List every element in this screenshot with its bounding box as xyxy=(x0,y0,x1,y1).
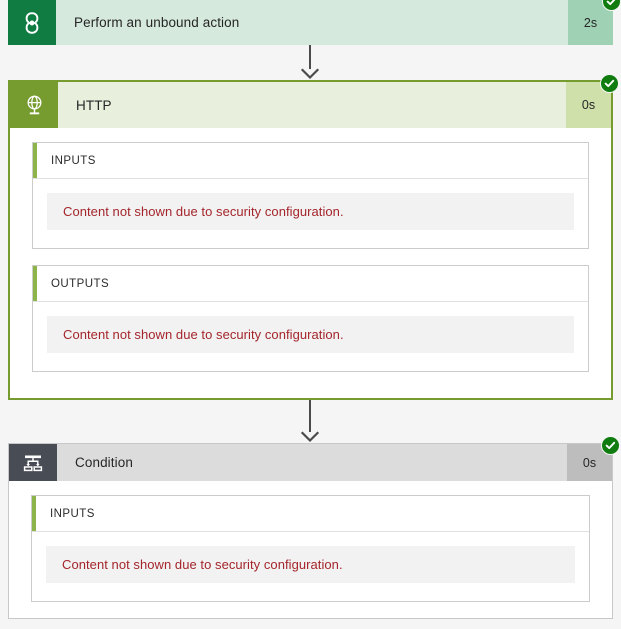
outputs-panel: OUTPUTS Content not shown due to securit… xyxy=(32,265,589,372)
action-card-http[interactable]: HTTP 0s INPUTS Content not shown due to … xyxy=(8,74,619,400)
action-card-body: INPUTS Content not shown due to security… xyxy=(9,481,612,618)
flow-connector-arrow xyxy=(299,400,321,443)
security-message: Content not shown due to security config… xyxy=(46,546,575,583)
action-card-body: INPUTS Content not shown due to security… xyxy=(10,128,611,398)
inputs-panel: INPUTS Content not shown due to security… xyxy=(32,142,589,249)
panel-label: INPUTS xyxy=(50,507,95,520)
panel-accent-bar xyxy=(33,143,37,178)
action-title: Perform an unbound action xyxy=(56,0,568,45)
condition-branch-icon xyxy=(9,444,57,481)
action-card-condition[interactable]: Condition 0s INPUTS Content not shown du… xyxy=(8,436,620,619)
action-card-unbound-action[interactable]: Perform an unbound action 2s xyxy=(8,0,621,45)
globe-icon xyxy=(10,82,58,128)
action-card-header[interactable]: Condition 0s xyxy=(9,436,620,481)
security-message: Content not shown due to security config… xyxy=(47,316,574,353)
connector-line xyxy=(309,45,311,69)
dataverse-rings-icon xyxy=(8,0,56,45)
inputs-panel-header: INPUTS xyxy=(33,143,588,179)
action-title: HTTP xyxy=(58,82,566,128)
inputs-panel-content: Content not shown due to security config… xyxy=(32,532,589,601)
action-card-header[interactable]: HTTP 0s xyxy=(10,74,619,128)
outputs-panel-content: Content not shown due to security config… xyxy=(33,302,588,371)
inputs-panel: INPUTS Content not shown due to security… xyxy=(31,495,590,602)
inputs-panel-header: INPUTS xyxy=(32,496,589,532)
outputs-panel-header: OUTPUTS xyxy=(33,266,588,302)
panel-accent-bar xyxy=(33,266,37,301)
panel-label: OUTPUTS xyxy=(51,277,110,290)
inputs-panel-content: Content not shown due to security config… xyxy=(33,179,588,248)
status-success-icon xyxy=(600,74,619,93)
action-card-header[interactable]: Perform an unbound action 2s xyxy=(8,0,621,45)
action-title: Condition xyxy=(57,444,567,481)
security-message: Content not shown due to security config… xyxy=(47,193,574,230)
connector-line xyxy=(309,400,311,432)
panel-label: INPUTS xyxy=(51,154,96,167)
panel-accent-bar xyxy=(32,496,36,531)
status-success-icon xyxy=(601,436,620,455)
flow-connector-arrow xyxy=(299,45,321,80)
